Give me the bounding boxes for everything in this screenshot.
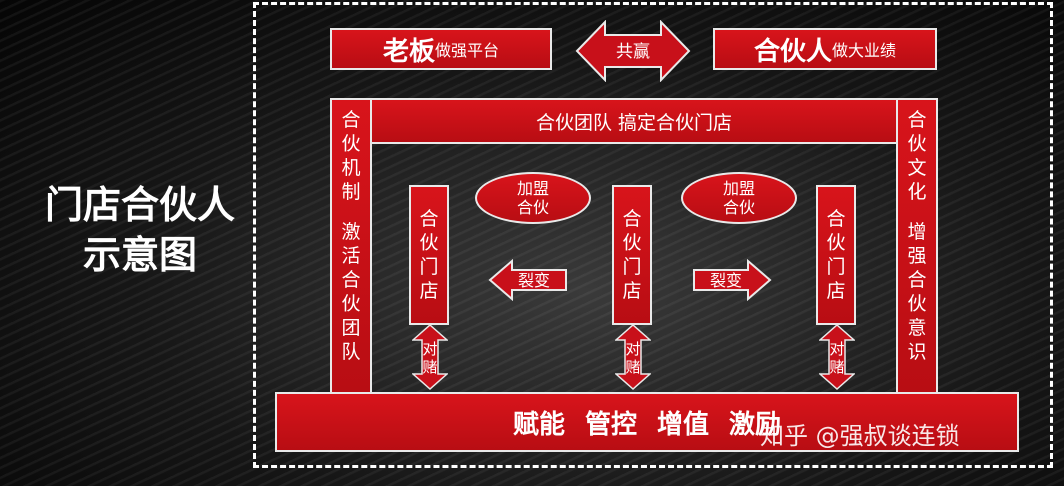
- left-column: 合 伙 机 制 激 活 合 伙 团 队: [330, 98, 372, 394]
- left-column-char: 激: [341, 221, 361, 243]
- partner-box: 合伙人 做大业绩: [713, 28, 937, 70]
- boss-sublabel: 做强平台: [435, 41, 500, 60]
- right-column-char: 增: [907, 221, 927, 243]
- store-char: 合: [419, 208, 439, 230]
- right-column-char: 化: [907, 181, 927, 203]
- left-column-char: 伙: [341, 293, 361, 315]
- double-arrow-shape: [575, 20, 691, 82]
- store-char: 合: [622, 208, 642, 230]
- left-column-char: 合: [341, 109, 361, 131]
- gamble-arrow-center: 对 赌: [615, 324, 651, 390]
- right-column: 合 伙 文 化 增 强 合 伙 意 识: [896, 98, 938, 394]
- fission-label-left: 裂变: [518, 271, 550, 290]
- join-ellipse-left: 加盟 合伙: [475, 172, 591, 224]
- gamble-label-line1: 对: [422, 340, 437, 358]
- bottom-item: 赋能: [512, 409, 565, 440]
- bottom-bar: 赋能 管控 增值 激励: [275, 392, 1019, 452]
- right-column-char: 合: [907, 109, 927, 131]
- gamble-label-line2: 赌: [829, 358, 844, 376]
- gamble-label-line2: 赌: [422, 358, 437, 376]
- store-box-left: 合 伙 门 店: [409, 185, 449, 325]
- right-column-char: 合: [907, 269, 927, 291]
- winwin-double-arrow: 共赢: [575, 20, 691, 82]
- boss-box: 老板 做强平台: [330, 28, 552, 70]
- join-label-line2: 合伙: [516, 198, 549, 217]
- store-char: 合: [826, 208, 846, 230]
- gamble-label-line2: 赌: [625, 358, 640, 376]
- gamble-label-line1: 对: [625, 340, 640, 358]
- left-column-char: 活: [341, 245, 361, 267]
- title-line-1: 门店合伙人: [44, 183, 235, 227]
- left-column-char: 合: [341, 269, 361, 291]
- right-column-char: 强: [907, 245, 927, 267]
- dashed-frame: [253, 2, 1053, 468]
- bottom-item: 增值: [657, 409, 710, 440]
- fission-arrow-left: 裂变: [488, 259, 567, 301]
- left-column-char: 伙: [341, 133, 361, 155]
- boss-label: 老板: [382, 36, 435, 67]
- diagram-title: 门店合伙人 示意图: [30, 180, 250, 280]
- gamble-arrow-left: 对 赌: [412, 324, 448, 390]
- join-label-line2: 合伙: [722, 198, 755, 217]
- updown-arrow-shape: [412, 324, 448, 390]
- right-column-char: 伙: [907, 293, 927, 315]
- gamble-label-line1: 对: [829, 340, 844, 358]
- store-box-right: 合 伙 门 店: [816, 185, 856, 325]
- partner-label: 合伙人: [753, 36, 832, 67]
- partner-sublabel: 做大业绩: [832, 41, 897, 60]
- bottom-item: 管控: [584, 409, 637, 440]
- updown-arrow-shape: [615, 324, 651, 390]
- store-char: 店: [826, 280, 846, 302]
- right-column-char: 文: [907, 157, 927, 179]
- store-char: 门: [622, 256, 642, 278]
- fission-arrow-right: 裂变: [693, 259, 772, 301]
- watermark: 知乎 @强叔谈连锁: [760, 422, 960, 450]
- store-char: 门: [826, 256, 846, 278]
- winwin-label: 共赢: [616, 42, 650, 62]
- left-column-char: 队: [341, 341, 361, 363]
- join-label-line1: 加盟: [516, 179, 549, 198]
- top-bar: 合伙团队 搞定合伙门店: [370, 98, 898, 144]
- store-char: 店: [622, 280, 642, 302]
- left-column-char: 团: [341, 317, 361, 339]
- join-ellipse-right: 加盟 合伙: [681, 172, 797, 224]
- store-char: 门: [419, 256, 439, 278]
- join-label-line1: 加盟: [722, 179, 755, 198]
- store-box-center: 合 伙 门 店: [612, 185, 652, 325]
- left-column-char: 制: [341, 181, 361, 203]
- title-line-2: 示意图: [82, 233, 197, 277]
- updown-arrow-shape: [819, 324, 855, 390]
- fission-label-right: 裂变: [710, 271, 742, 290]
- left-column-char: 机: [341, 157, 361, 179]
- gamble-arrow-right: 对 赌: [819, 324, 855, 390]
- store-char: 店: [419, 280, 439, 302]
- store-char: 伙: [419, 232, 439, 254]
- right-column-char: 伙: [907, 133, 927, 155]
- store-char: 伙: [622, 232, 642, 254]
- store-char: 伙: [826, 232, 846, 254]
- right-column-char: 意: [907, 317, 927, 339]
- bottom-item: 激励: [729, 409, 782, 440]
- arrow-left-shape: [488, 259, 567, 301]
- arrow-right-shape: [693, 259, 772, 301]
- right-column-char: 识: [907, 341, 927, 363]
